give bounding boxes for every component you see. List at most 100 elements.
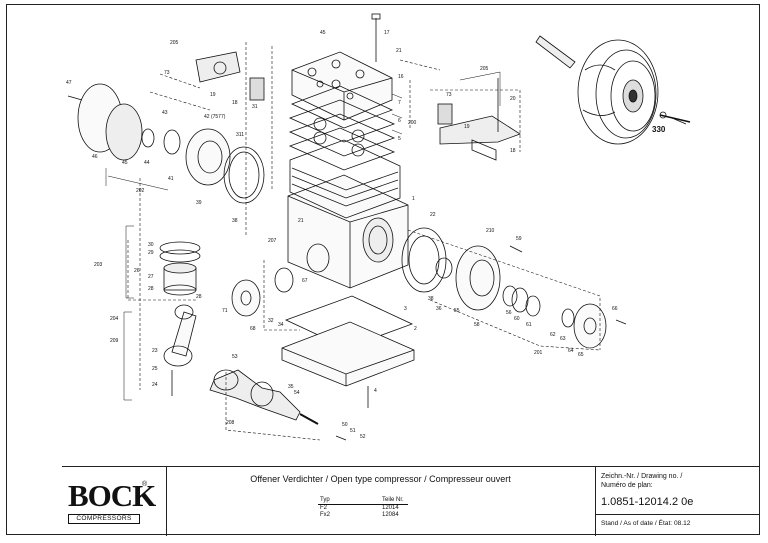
callout-31: 31 bbox=[252, 104, 258, 110]
callout-59: 59 bbox=[516, 236, 522, 242]
callout-26: 26 bbox=[134, 268, 140, 274]
callout-52: 52 bbox=[360, 434, 366, 440]
callout-205-left: 205 bbox=[170, 40, 179, 46]
title-block: BOCK ® COMPRESSORS Offener Verdichter / … bbox=[62, 466, 760, 536]
callout-63: 63 bbox=[560, 336, 566, 342]
callout-208: 208 bbox=[226, 420, 235, 426]
callout-203: 203 bbox=[94, 262, 103, 268]
callout-23: 23 bbox=[152, 348, 158, 354]
callout-43: 43 bbox=[162, 110, 168, 116]
callout-54: 54 bbox=[294, 390, 300, 396]
callout-21: 21 bbox=[396, 48, 402, 54]
pulley bbox=[577, 39, 691, 145]
callout-28b: 28 bbox=[196, 294, 202, 300]
callout-35: 35 bbox=[288, 384, 294, 390]
callout-204: 204 bbox=[110, 316, 119, 322]
base-plate bbox=[281, 295, 415, 387]
callout-34: 34 bbox=[278, 322, 284, 328]
side-plates bbox=[77, 83, 181, 161]
callout-30: 30 bbox=[148, 242, 154, 248]
callout-67: 67 bbox=[302, 278, 308, 284]
callout-38-left: 38 bbox=[232, 218, 238, 224]
callout-18-left: 18 bbox=[232, 100, 238, 106]
crankcase bbox=[287, 139, 409, 289]
callout-55: 55 bbox=[454, 308, 460, 314]
callout-50: 50 bbox=[342, 422, 348, 428]
callout-3: 3 bbox=[404, 306, 407, 312]
callout-66: 66 bbox=[612, 306, 618, 312]
callout-46: 46 bbox=[92, 154, 98, 160]
part-cell: 12014 bbox=[382, 505, 399, 511]
callout-71: 71 bbox=[222, 308, 228, 314]
bolts bbox=[67, 13, 687, 441]
connecting-rod bbox=[163, 304, 197, 367]
callout-210: 210 bbox=[486, 228, 495, 234]
callout-207: 207 bbox=[268, 238, 277, 244]
callout-5: 5 bbox=[398, 136, 401, 142]
title-cell: Offener Verdichter / Open type compresso… bbox=[166, 467, 596, 536]
callout-311: 311 bbox=[236, 132, 244, 138]
callout-73-right: 73 bbox=[446, 92, 452, 98]
stand-line: Stand / As of date / État: 08.12 bbox=[601, 520, 690, 527]
callout-41: 41 bbox=[168, 176, 174, 182]
callout-18-right: 18 bbox=[510, 148, 516, 154]
drawing-number-label: Zeichn.-Nr. / Drawing no. / Numéro de pl… bbox=[601, 472, 751, 490]
callout-47: 47 bbox=[66, 80, 72, 86]
registered-mark: ® bbox=[142, 481, 148, 488]
callout-58: 58 bbox=[474, 322, 480, 328]
piston bbox=[159, 241, 201, 296]
callout-39: 39 bbox=[196, 200, 202, 206]
type-cell: Fx2 bbox=[320, 512, 331, 518]
crankshaft bbox=[209, 369, 319, 425]
callout-200: 200 bbox=[408, 120, 417, 126]
exploded-view-drawing: 330 17 21 45 16 7 6 200 5 205 205 73 73 … bbox=[66, 13, 691, 441]
callout-205-right: 205 bbox=[480, 66, 489, 72]
callout-brackets bbox=[105, 71, 501, 401]
service-valve-right bbox=[437, 78, 521, 161]
callout-7: 7 bbox=[398, 100, 401, 106]
logo-cell: BOCK ® COMPRESSORS bbox=[62, 467, 167, 536]
callout-62: 62 bbox=[550, 332, 556, 338]
callout-44: 44 bbox=[144, 160, 150, 166]
callout-64: 64 bbox=[568, 348, 574, 354]
valve-plate-stack bbox=[288, 85, 396, 171]
callout-202: 202 bbox=[136, 188, 145, 194]
shaft-key bbox=[535, 35, 576, 69]
callout-53: 53 bbox=[232, 354, 238, 360]
assembly-guides bbox=[127, 42, 601, 441]
sheet-border bbox=[6, 4, 760, 535]
callout-68: 68 bbox=[250, 326, 256, 332]
callout-25: 25 bbox=[152, 366, 158, 372]
callout-36: 36 bbox=[436, 306, 442, 312]
callout-6: 6 bbox=[398, 118, 401, 124]
callout-61: 61 bbox=[526, 322, 532, 328]
oil-pump bbox=[231, 279, 261, 317]
part-header: Teile Nr. bbox=[380, 497, 408, 505]
callout-1: 1 bbox=[412, 196, 415, 202]
callout-330: 330 bbox=[652, 125, 666, 134]
callout-19-left: 19 bbox=[210, 92, 216, 98]
drawing-label-line-1: Zeichn.-Nr. / Drawing no. / bbox=[601, 473, 683, 480]
stand-value: 08.12 bbox=[673, 520, 691, 527]
cylinder-head bbox=[291, 51, 393, 121]
callout-45: 45 bbox=[122, 160, 128, 166]
callout-201: 201 bbox=[534, 350, 543, 356]
callout-labels: 330 17 21 45 16 7 6 200 5 205 205 73 73 … bbox=[66, 30, 666, 440]
type-header: Typ bbox=[318, 497, 380, 505]
callout-2: 2 bbox=[414, 326, 417, 332]
callout-32: 32 bbox=[268, 318, 274, 324]
callout-22: 22 bbox=[430, 212, 436, 218]
callout-29: 29 bbox=[148, 250, 154, 256]
callout-24: 24 bbox=[152, 382, 158, 388]
oil-pump-gasket bbox=[274, 267, 294, 293]
gasket-ring bbox=[401, 227, 447, 293]
callout-27: 27 bbox=[148, 274, 154, 280]
callout-65: 65 bbox=[578, 352, 584, 358]
callout-209: 209 bbox=[110, 338, 119, 344]
type-table: Typ Teile Nr. F2 12014 Fx2 12084 bbox=[318, 497, 408, 519]
callout-16: 16 bbox=[398, 74, 404, 80]
callout-60: 60 bbox=[514, 316, 520, 322]
callout-51: 51 bbox=[350, 428, 356, 434]
part-cell: 12084 bbox=[382, 512, 399, 518]
